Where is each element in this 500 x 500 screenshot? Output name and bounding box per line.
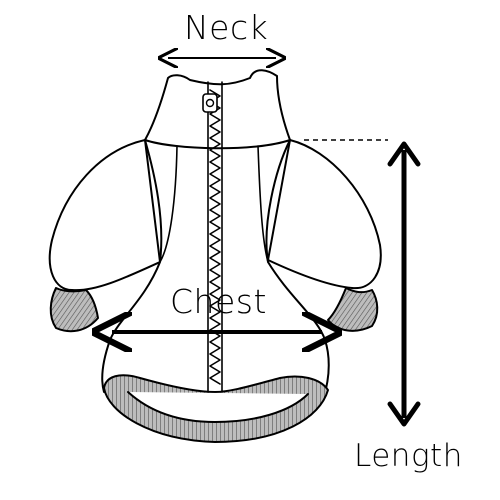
right-sleeve bbox=[267, 139, 382, 290]
chest-label: Chest bbox=[170, 282, 267, 321]
neck-label: Neck bbox=[184, 8, 269, 47]
length-label: Length bbox=[354, 438, 463, 474]
left-cuff bbox=[49, 287, 99, 333]
length-arrow bbox=[304, 139, 421, 427]
left-sleeve bbox=[48, 139, 161, 292]
right-cuff bbox=[327, 287, 379, 332]
